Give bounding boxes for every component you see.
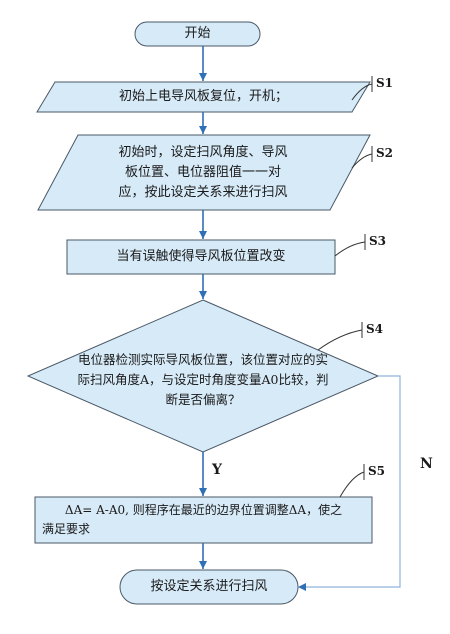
step-label-s4: S4 [366,322,384,336]
step-label-s2: S2 [376,146,394,160]
end-text: 按设定关系进行扫风 [150,579,268,594]
s1-text: 初始上电导风板复位，开机； [118,89,288,104]
no-branch-arrowhead [298,583,306,591]
s2-text-line-2: 板位置、电位器阻值一一对 [124,165,281,180]
s3-process-box [66,239,336,275]
start-text: 开始 [184,26,211,41]
branch-label-yes: Y [212,462,222,478]
step-label-s1: S1 [376,76,394,90]
s4-text-line-3: 断是否偏离？ [165,392,241,407]
start-terminator [134,21,261,47]
s2-text-line-3: 应，按此设定关系来进行扫风 [118,185,288,200]
s5-text-line-2: 满足要求 [42,522,91,536]
step-label-s5: S5 [368,464,386,478]
s3-text: 当有误触使得导风板位置改变 [116,249,286,264]
step-label-s3: S3 [369,234,387,248]
s5-leader [339,471,365,498]
s3-leader [334,241,366,257]
s2-parallelogram [37,134,371,211]
s2-text-line-1: 初始时，设定扫风角度、导风 [118,145,288,160]
s5-process-box [34,496,373,544]
no-branch-line [300,375,401,588]
s2-leader [351,153,373,169]
s5-text-line-1: ΔA= A-A0, 则程序在最近的边界位置调整ΔA，使之 [64,503,343,517]
s1-leader [351,83,373,101]
s1-parallelogram [36,81,371,113]
s4-leader [317,329,363,351]
s4-text-line-2: 际扫风角度A，与设定时角度变量A0比较，判 [77,372,329,387]
branch-label-no: N [420,456,433,472]
s4-text-line-1: 电位器检测实际导风板位置，该位置对应的实 [77,352,328,367]
